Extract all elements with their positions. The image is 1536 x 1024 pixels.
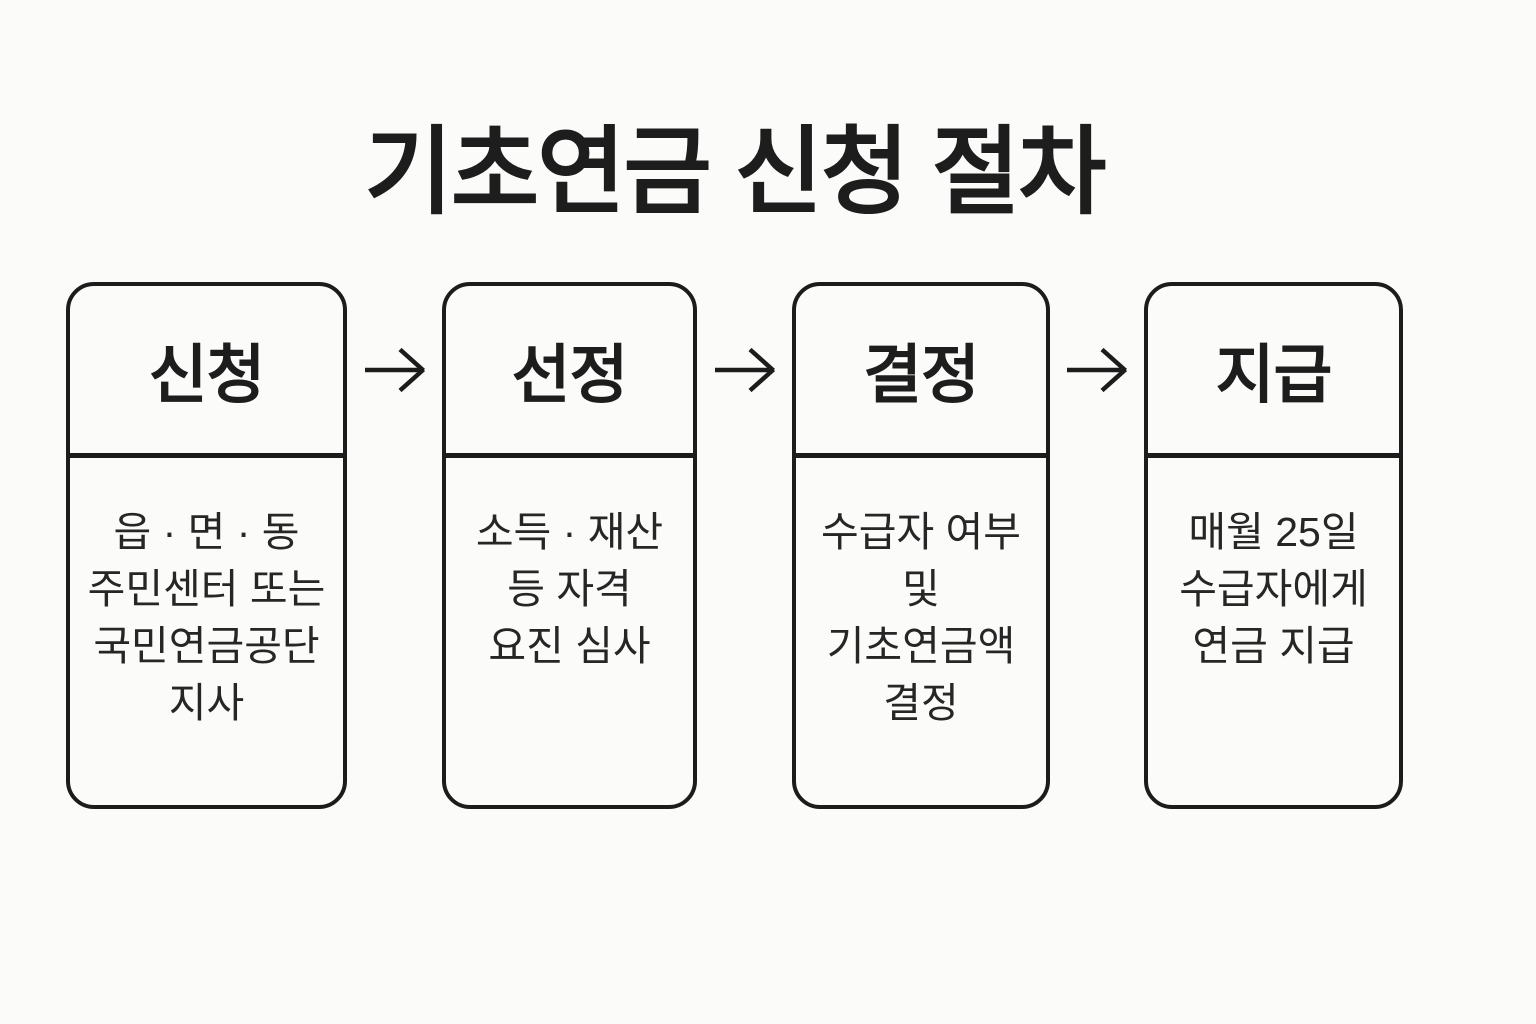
- step-select-body: 소득 · 재산 등 자격 요진 심사: [446, 458, 693, 805]
- arrow-right-icon: [364, 347, 425, 393]
- step-decide-body: 수급자 여부 및 기초연금액 결정: [796, 458, 1046, 805]
- flow-step-pay: 지급 매월 25일 수급자에게 연금 지급: [1144, 282, 1403, 809]
- flow-step-decide: 결정 수급자 여부 및 기초연금액 결정: [792, 282, 1050, 809]
- flow-connector: [1050, 282, 1144, 458]
- step-pay-body-line: 연금 지급: [1192, 623, 1355, 669]
- step-apply-header: 신청: [70, 286, 343, 458]
- step-pay-body: 매월 25일 수급자에게 연금 지급: [1148, 458, 1399, 805]
- step-decide-body-line: 수급자 여부: [821, 509, 1021, 555]
- step-apply-body-line: 지사: [168, 680, 245, 726]
- step-select-body-line: 요진 심사: [488, 623, 651, 669]
- flow-row: 신청 읍 · 면 · 동 주민센터 또는 국민연금공단 지사 선정 소득 · 재…: [66, 282, 1403, 809]
- step-decide-body-line: 기초연금액: [826, 623, 1016, 669]
- step-pay-body-line: 매월 25일: [1188, 509, 1359, 555]
- flow-step-select: 선정 소득 · 재산 등 자격 요진 심사: [442, 282, 697, 809]
- arrow-right-icon: [714, 347, 775, 393]
- step-apply-body-line: 주민센터 또는: [87, 566, 326, 612]
- flow-connector: [697, 282, 792, 458]
- step-decide-body-line: 및: [902, 566, 940, 612]
- step-decide-body-line: 결정: [883, 680, 959, 726]
- flow-step-apply: 신청 읍 · 면 · 동 주민센터 또는 국민연금공단 지사: [66, 282, 347, 809]
- step-apply-body-line: 국민연금공단: [93, 623, 320, 669]
- step-select-body-line: 등 자격: [507, 566, 632, 612]
- arrow-right-icon: [1067, 347, 1127, 393]
- step-pay-body-line: 수급자에게: [1179, 566, 1368, 612]
- step-decide-header: 결정: [796, 286, 1046, 458]
- step-apply-body-line: 읍 · 면 · 동: [113, 509, 300, 555]
- step-pay-header: 지급: [1148, 286, 1399, 458]
- step-select-header: 선정: [446, 286, 693, 458]
- page-title: 기초연금 신청 절차: [364, 119, 1107, 226]
- step-select-body-line: 소득 · 재산: [475, 509, 664, 555]
- step-apply-body: 읍 · 면 · 동 주민센터 또는 국민연금공단 지사: [70, 458, 343, 805]
- flow-connector: [347, 282, 442, 458]
